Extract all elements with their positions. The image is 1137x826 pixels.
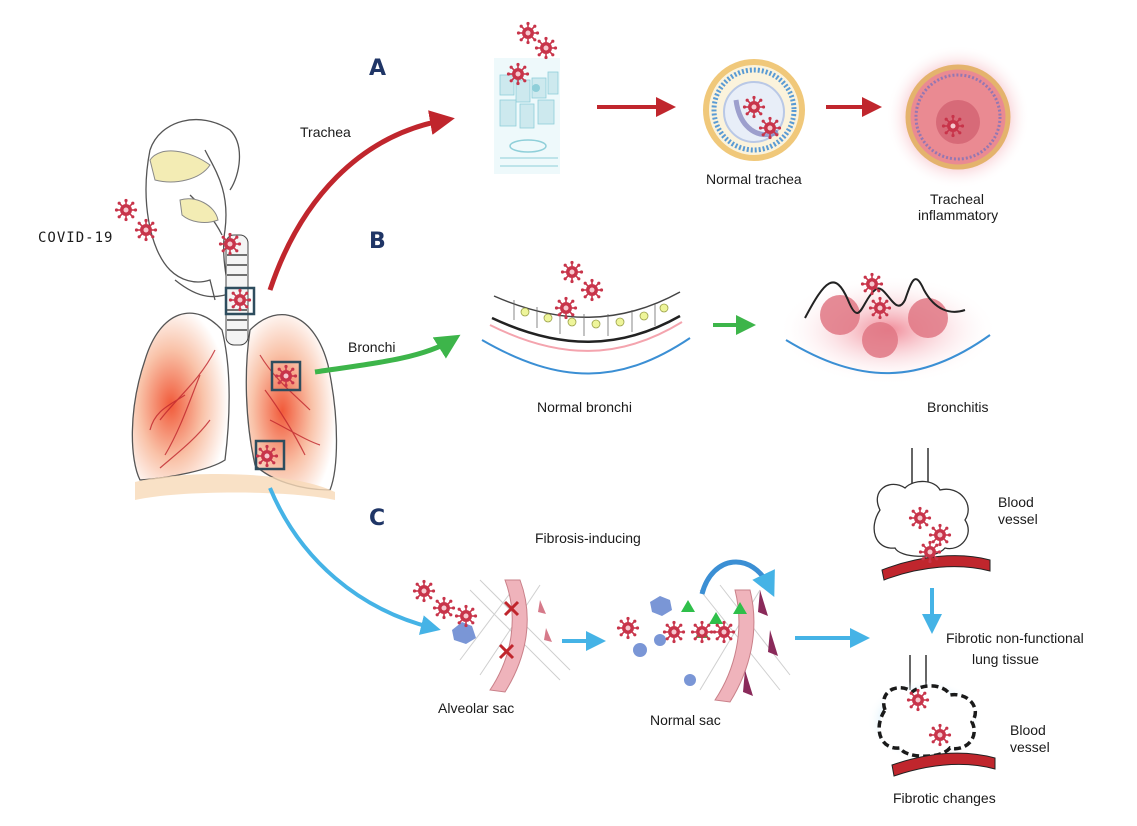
tracheal-inflammatory-label-1: Tracheal [930, 191, 984, 207]
virus-icon [218, 232, 242, 256]
virus-icon [616, 616, 640, 640]
trachea-label: Trachea [300, 124, 351, 140]
alveolar-sac-illustration [452, 579, 571, 693]
bronchitis-label: Bronchitis [927, 399, 988, 415]
normal-trachea-label: Normal trachea [706, 171, 802, 187]
inflamed-trachea-crosssection [886, 45, 1030, 189]
lung-vessels [149, 349, 321, 469]
virus-icon [554, 296, 578, 320]
virus-icon [908, 506, 932, 530]
virus-icon [906, 688, 930, 712]
virus-icon [712, 620, 736, 644]
blood-vessel-top-label-2: vessel [998, 511, 1038, 527]
normal-bronchi-label: Normal bronchi [537, 399, 632, 415]
blood-vessel-bottom-label-1: Blood [1010, 722, 1046, 738]
virus-icon [580, 278, 604, 302]
bronchi-arrow [314, 334, 461, 375]
virus-icon [758, 116, 782, 140]
virus-icon [868, 296, 892, 320]
section-c-letter: C [369, 506, 385, 531]
virus-icon [918, 540, 942, 564]
diaphragm [135, 473, 335, 500]
blood-vessel-top-label-1: Blood [998, 494, 1034, 510]
fibrotic-nonfunctional-label-1: Fibrotic non-functional [946, 630, 1084, 646]
virus-icon [412, 579, 436, 603]
virus-icon [506, 62, 530, 86]
virus-icon [534, 36, 558, 60]
normal-sac-illustration [633, 559, 791, 703]
covid-label: COVID-19 [38, 230, 113, 246]
bronchi-label: Bronchi [348, 339, 395, 355]
virus-icon [516, 21, 540, 45]
virus-icon [560, 260, 584, 284]
oral-cavity [179, 198, 219, 223]
virus-icon [928, 523, 952, 547]
virus-icon [274, 364, 298, 388]
alveoli-highlight-box [254, 439, 286, 471]
nasal-cavity [149, 150, 211, 183]
fibrosis-inducing-label: Fibrosis-inducing [535, 530, 641, 546]
alveolar-sac-label: Alveolar sac [438, 700, 514, 716]
blood-vessel-bottom-label-2: vessel [1010, 739, 1050, 755]
tracheal-inflammatory-label-2: inflammatory [918, 207, 998, 223]
alveoli-arrow [268, 487, 441, 635]
trachea-arrow [267, 110, 455, 291]
bronchitis-wall [778, 275, 998, 385]
virus-icon [114, 198, 138, 222]
virus-icon [690, 620, 714, 644]
virus-icon [134, 218, 158, 242]
virus-icon [928, 723, 952, 747]
virus-icon [255, 444, 279, 468]
section-a-letter: A [369, 56, 386, 81]
virus-icon [941, 114, 965, 138]
virus-icon [662, 620, 686, 644]
bronchi-highlight-box [270, 360, 302, 392]
section-b-letter: B [369, 229, 386, 254]
trachea-highlight-box [224, 286, 256, 316]
virus-icon [454, 604, 478, 628]
virus-icon [860, 272, 884, 296]
virus-icon [742, 95, 766, 119]
fibrotic-changes-label: Fibrotic changes [893, 790, 996, 806]
blood-vessel-top [873, 448, 991, 581]
virus-icon [432, 596, 456, 620]
normal-sac-label: Normal sac [650, 712, 721, 728]
blood-vessel-bottom [867, 655, 996, 777]
normal-bronchi-wall [481, 291, 691, 375]
tracheal-epithelium [494, 58, 560, 174]
virus-icon [228, 288, 252, 312]
trachea-figure [225, 234, 249, 346]
fibrotic-nonfunctional-label-2: lung tissue [972, 651, 1039, 667]
